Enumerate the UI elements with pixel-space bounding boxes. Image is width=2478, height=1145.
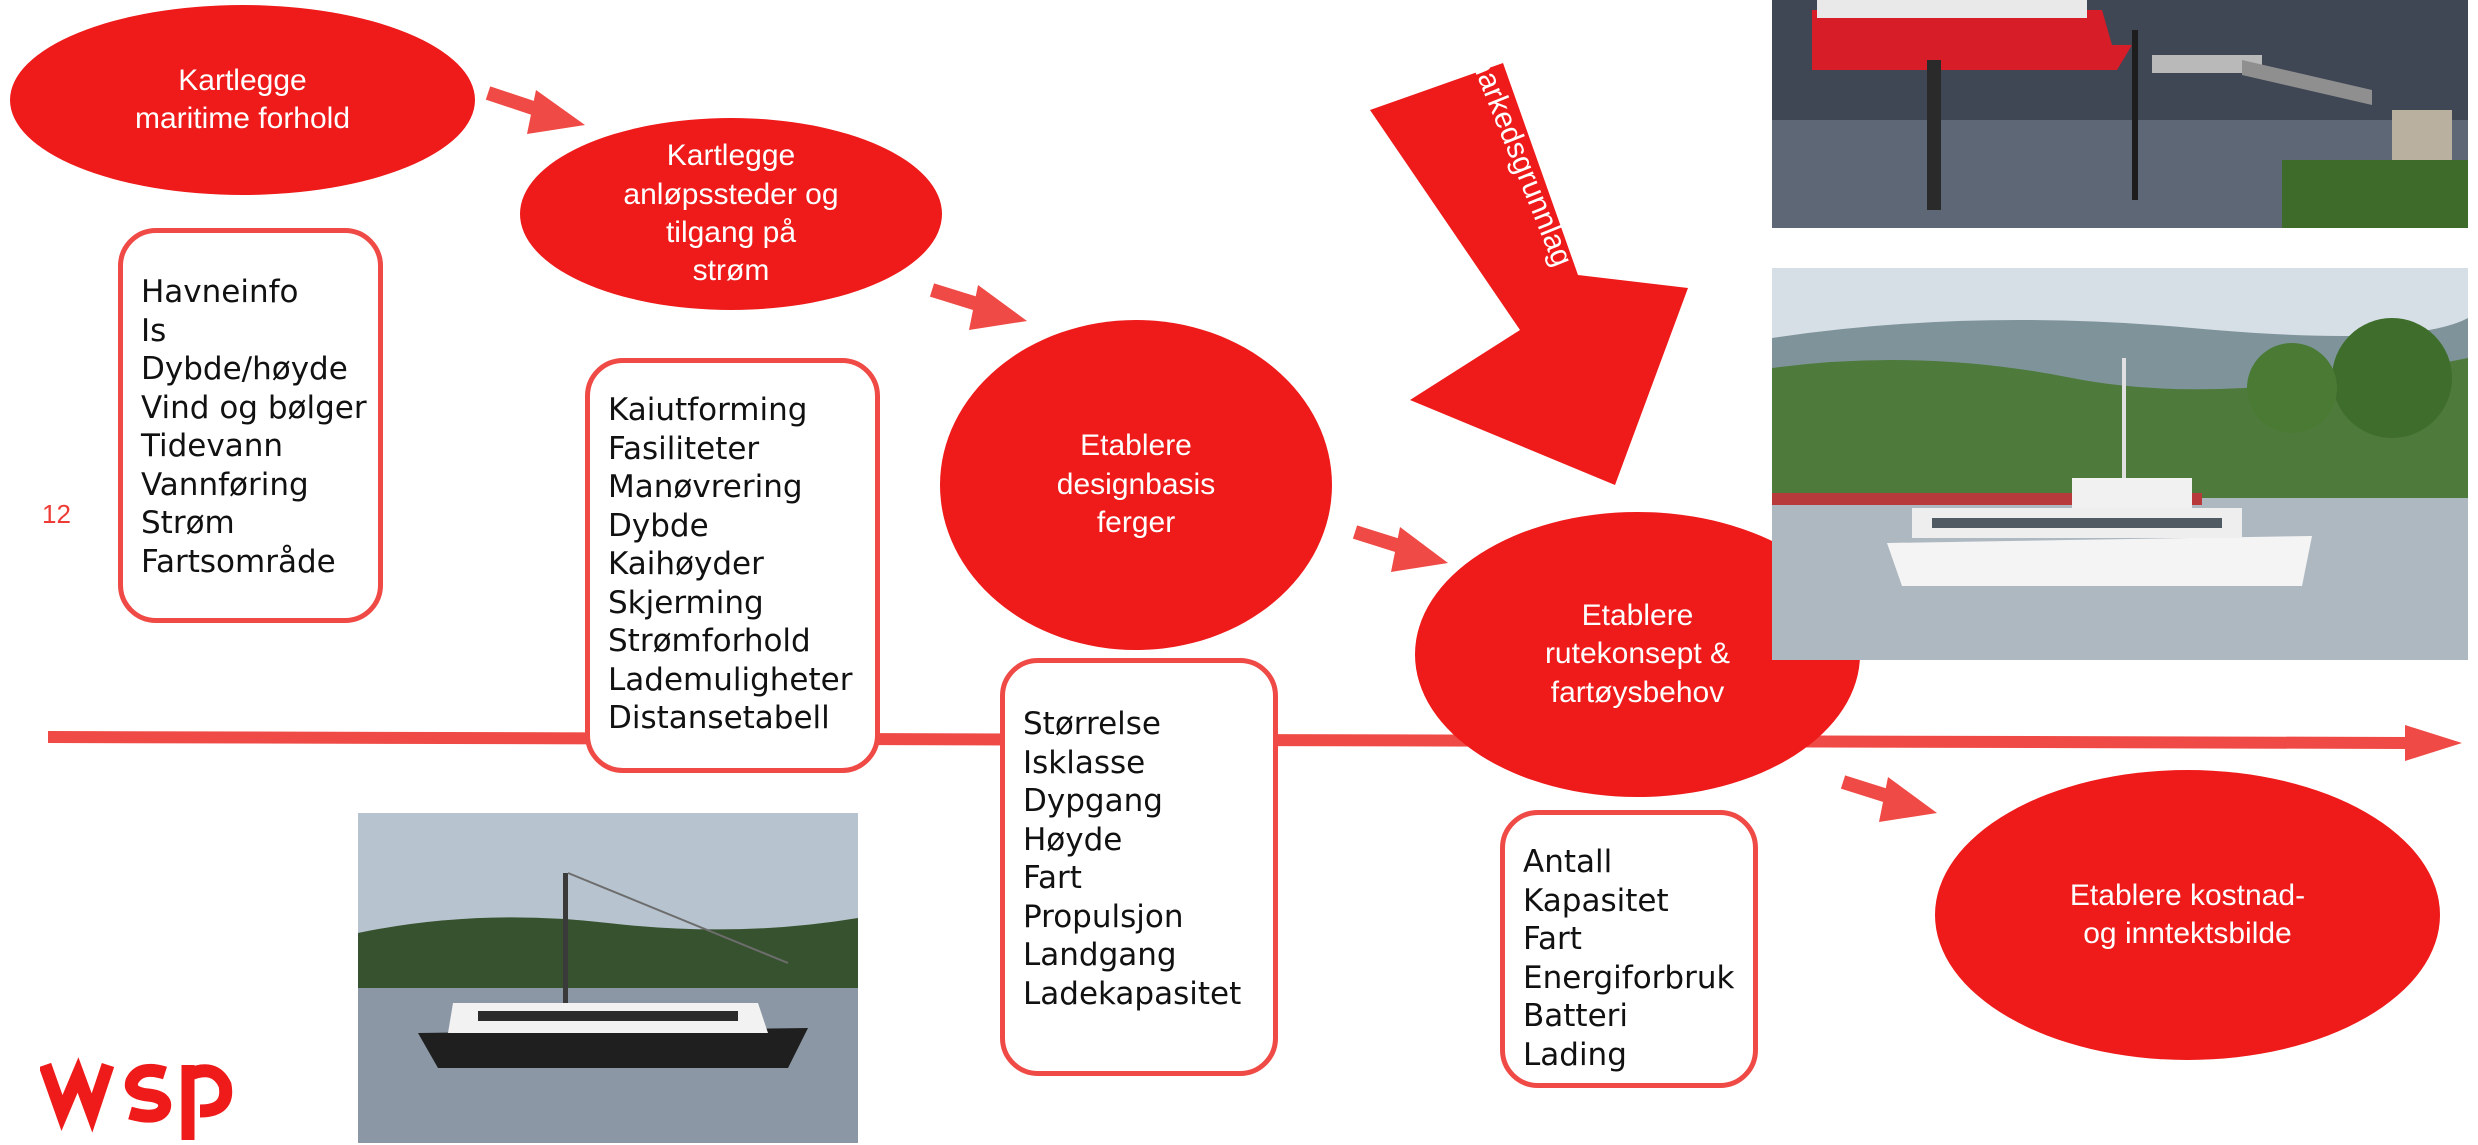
list-item: Energiforbruk xyxy=(1523,959,1735,996)
list-item: Havneinfo xyxy=(141,274,299,310)
list-item: Dybde xyxy=(608,507,709,544)
step-design-basis-ferries: Etablere designbasis ferger xyxy=(940,320,1332,650)
detail-box-route: Antall Kapasitet Fart Energiforbruk Batt… xyxy=(1500,810,1758,1088)
list-item: Dypgang xyxy=(1023,783,1163,819)
detail-box-maritime: Havneinfo Is Dybde/høyde Vind og bølger … xyxy=(118,228,383,623)
timeline-arrowhead xyxy=(2405,725,2462,761)
list-item: Fart xyxy=(1523,921,1582,957)
list-item: Kaihøyder xyxy=(608,546,764,582)
step-cost-revenue: Etablere kostnad- og inntektsbilde xyxy=(1935,770,2440,1060)
list-item: Ladekapasitet xyxy=(1023,975,1242,1012)
list-item: Størrelse xyxy=(1023,706,1161,742)
list-item: Antall xyxy=(1523,844,1613,880)
detail-box-ports: Kaiutforming Fasiliteter Manøvrering Dyb… xyxy=(585,358,880,773)
list-item: Isklasse xyxy=(1023,744,1146,781)
flow-arrow-3 xyxy=(1352,525,1448,572)
list-item: Kapasitet xyxy=(1523,882,1669,919)
wsp-logo xyxy=(40,1057,233,1140)
list-item: Skjerming xyxy=(608,584,764,621)
page-number: 12 xyxy=(42,499,71,529)
white-ferry-photo xyxy=(1772,268,2468,660)
list-item: Lading xyxy=(1523,1036,1627,1073)
list-item: Fartsområde xyxy=(141,543,336,580)
list-item: Vind og bølger xyxy=(141,389,367,426)
flow-arrow-1 xyxy=(485,86,585,134)
list-item: Strøm xyxy=(141,505,235,541)
step-label: Etablere kostnad- og inntektsbilde xyxy=(2069,878,2306,950)
list-item: Fasiliteter xyxy=(608,430,760,467)
step-label: Kartlegge maritime forhold xyxy=(134,63,351,135)
list-item: Strømforhold xyxy=(608,623,811,659)
step-label: Kartlegge anløpssteder og tilgang på str… xyxy=(623,139,839,288)
list-item: Kaiutforming xyxy=(608,392,808,428)
list-item: Batteri xyxy=(1523,998,1629,1034)
detail-box-design: Størrelse Isklasse Dypgang Høyde Fart Pr… xyxy=(1000,658,1278,1076)
list-item: Fart xyxy=(1023,860,1082,896)
list-item: Dybde/høyde xyxy=(141,351,348,387)
flow-arrow-2 xyxy=(929,283,1027,330)
red-ferry-photo xyxy=(1772,0,2468,228)
step-map-maritime-conditions: Kartlegge maritime forhold xyxy=(10,5,475,195)
big-arrow-shape xyxy=(1370,63,1688,485)
list-item: Manøvrering xyxy=(608,469,803,505)
step-label: Etablere designbasis ferger xyxy=(1056,429,1216,540)
list-item: Høyde xyxy=(1023,821,1123,858)
passenger-boat-photo xyxy=(358,813,858,1143)
list-item: Landgang xyxy=(1023,937,1177,973)
list-item: Distansetabell xyxy=(608,700,830,736)
list-item: Is xyxy=(141,312,167,349)
step-map-ports-and-power: Kartlegge anløpssteder og tilgang på str… xyxy=(520,118,942,310)
list-item: Lademuligheter xyxy=(608,661,853,698)
list-item: Propulsjon xyxy=(1023,898,1184,935)
list-item: Vannføring xyxy=(141,466,309,503)
step-label: Etablere rutekonsept & fartøysbehov xyxy=(1544,598,1731,709)
flow-arrow-4 xyxy=(1840,775,1937,822)
list-item: Tidevann xyxy=(141,428,283,464)
